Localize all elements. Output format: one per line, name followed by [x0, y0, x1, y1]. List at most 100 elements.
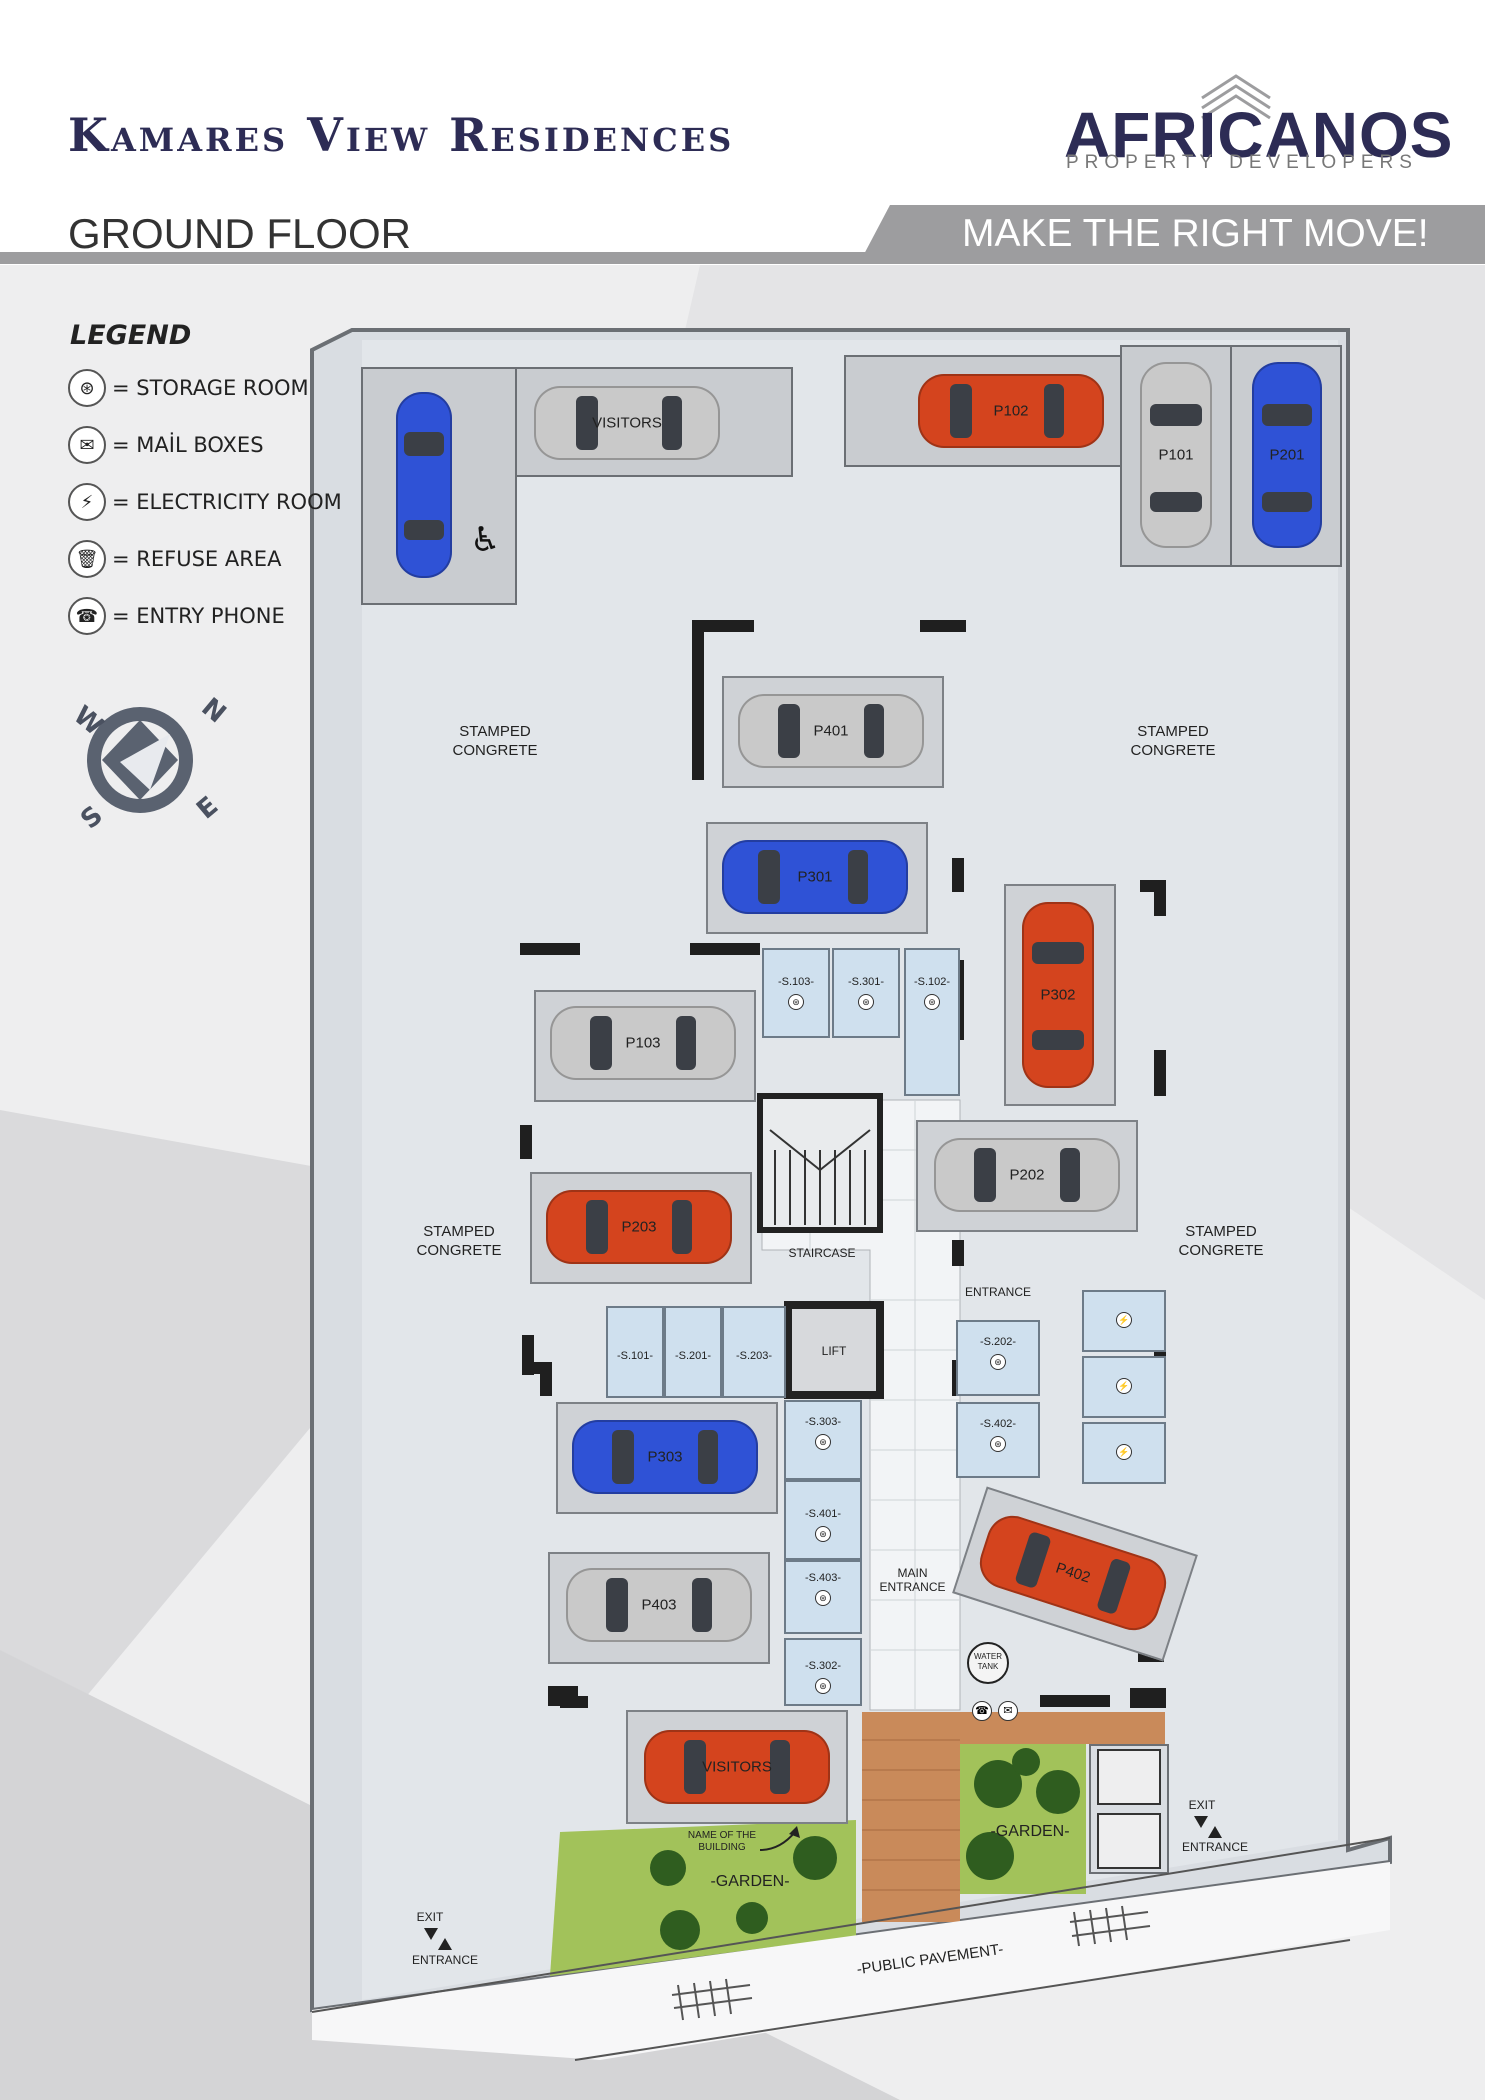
car-visitors: VISITORS	[644, 1730, 830, 1804]
car-label: P103	[625, 1034, 661, 1052]
car-label: P202	[1009, 1166, 1045, 1184]
storage-icon: ⊛	[788, 994, 804, 1010]
mail-icon: ✉	[68, 426, 106, 464]
wheelchair-icon: ♿	[470, 520, 501, 560]
electricity-room: ⚡	[1082, 1290, 1166, 1352]
slogan: MAKE THE RIGHT MOVE!	[962, 212, 1429, 255]
storage-icon: ⊛	[924, 994, 940, 1010]
main-entrance-label: MAIN ENTRANCE	[879, 1566, 946, 1594]
trash-icon: 🗑	[68, 540, 106, 578]
page-title: Kamares View Residences	[68, 108, 735, 162]
stamped-concrete-label: STAMPED CONGRETE	[452, 723, 538, 759]
legend-item-label: = REFUSE AREA	[112, 547, 282, 571]
exit-label: EXIT	[416, 1910, 444, 1924]
car-p401: P401	[738, 694, 924, 768]
electricity-room: ⚡	[1082, 1356, 1166, 1418]
storage-label: -S.203-	[735, 1350, 773, 1362]
compass-icon: N E S W	[68, 692, 232, 835]
storage-icon: ⊛	[815, 1434, 831, 1450]
compass-n: N	[196, 692, 232, 729]
legend-item-label: = ELECTRICITY ROOM	[112, 490, 342, 514]
car-p201: P201	[1252, 362, 1322, 548]
storage-label: -S.302-	[804, 1660, 842, 1672]
car-label: VISITORS	[592, 414, 662, 432]
storage-icon: ⊛	[990, 1354, 1006, 1370]
storage-label: -S.402-	[979, 1418, 1017, 1430]
lift-label: LIFT	[821, 1344, 847, 1358]
car-accessible	[396, 392, 452, 578]
storage-label: -S.202-	[979, 1336, 1017, 1348]
car-label: P203	[621, 1218, 657, 1236]
lightning-icon: ⚡	[68, 483, 106, 521]
storage-room-s203: -S.203-	[722, 1306, 786, 1398]
lightning-icon: ⚡	[1116, 1378, 1132, 1394]
car-p203: P203	[546, 1190, 732, 1264]
storage-label: -S.101-	[616, 1350, 654, 1362]
storage-label: -S.403-	[804, 1572, 842, 1584]
legend-item-electricity: ⚡ = ELECTRICITY ROOM	[68, 483, 342, 521]
entry-phone-icon: ☎	[68, 597, 106, 635]
storage-label: -S.301-	[847, 976, 885, 988]
storage-room-s301: -S.301- ⊛	[832, 948, 900, 1038]
car-p101: P101	[1140, 362, 1212, 548]
legend-title: LEGEND	[70, 320, 192, 351]
car-label: VISITORS	[702, 1758, 772, 1776]
car-label: P101	[1158, 446, 1194, 464]
storage-room-s401: -S.401-⊛	[784, 1480, 862, 1560]
storage-room-s101: -S.101-	[606, 1306, 664, 1398]
stamped-concrete-label: STAMPED CONGRETE	[1130, 723, 1216, 759]
garden-label: -GARDEN-	[710, 1873, 790, 1890]
brand-logo-text: AFRICANOS	[1064, 99, 1454, 171]
car-p302: P302	[1022, 902, 1094, 1088]
storage-label: -S.401-	[804, 1508, 842, 1520]
floor-label: GROUND FLOOR	[68, 210, 412, 257]
legend-item-label: = MAİL BOXES	[112, 433, 264, 457]
car-label: P403	[641, 1596, 677, 1614]
car-p103: P103	[550, 1006, 736, 1080]
car-label: P302	[1040, 986, 1076, 1004]
entrance-label: ENTRANCE	[1181, 1840, 1248, 1854]
compass-e: E	[191, 791, 224, 825]
storage-label: -S.103-	[777, 976, 815, 988]
car-label: P401	[813, 722, 849, 740]
legend-item-mail: ✉ = MAİL BOXES	[68, 426, 264, 464]
storage-icon: ⊛	[68, 369, 106, 407]
storage-label: -S.303-	[804, 1416, 842, 1428]
lightning-icon: ⚡	[1116, 1312, 1132, 1328]
compass-s: S	[75, 800, 109, 835]
entry-phone-icon: ☎	[972, 1701, 992, 1721]
car-label: P201	[1269, 446, 1305, 464]
car-label: P303	[647, 1448, 683, 1466]
storage-icon: ⊛	[858, 994, 874, 1010]
storage-icon: ⊛	[815, 1590, 831, 1606]
storage-icon: ⊛	[990, 1436, 1006, 1452]
car-p102: P102	[918, 374, 1104, 448]
car-p202: P202	[934, 1138, 1120, 1212]
storage-icon: ⊛	[815, 1678, 831, 1694]
water-tank-label: WATER TANK	[974, 1652, 1002, 1671]
storage-room-s202: -S.202- ⊛	[956, 1320, 1040, 1396]
car-p403: P403	[566, 1568, 752, 1642]
legend-item-storage: ⊛ = STORAGE ROOM	[68, 369, 309, 407]
entrance-label: ENTRANCE	[411, 1953, 478, 1967]
storage-room-s302: -S.302- ⊛	[784, 1638, 862, 1706]
lightning-icon: ⚡	[1116, 1444, 1132, 1460]
electricity-room: ⚡	[1082, 1422, 1166, 1484]
car-p301: P301	[722, 840, 908, 914]
car-label: P102	[993, 402, 1029, 420]
storage-room-s102: -S.102-⊛	[904, 948, 960, 1096]
storage-room-s402: -S.402- ⊛	[956, 1402, 1040, 1478]
storage-label: -S.201-	[674, 1350, 712, 1362]
stamped-concrete-label: STAMPED CONGRETE	[1178, 1223, 1264, 1259]
name-of-building-label: NAME OF THE BUILDING	[687, 1830, 757, 1853]
storage-room-s403: -S.403- ⊛	[784, 1560, 862, 1634]
storage-room-s103: -S.103- ⊛	[762, 948, 830, 1038]
mail-icon: ✉	[998, 1701, 1018, 1721]
storage-room-s201: -S.201-	[664, 1306, 722, 1398]
stamped-concrete-label: STAMPED CONGRETE	[416, 1223, 502, 1259]
legend-item-label: = STORAGE ROOM	[112, 376, 309, 400]
car-visitors: VISITORS	[534, 386, 720, 460]
staircase-label: STAIRCASE	[788, 1246, 856, 1260]
legend-item-refuse: 🗑 = REFUSE AREA	[68, 540, 281, 578]
exit-label: EXIT	[1188, 1798, 1216, 1812]
